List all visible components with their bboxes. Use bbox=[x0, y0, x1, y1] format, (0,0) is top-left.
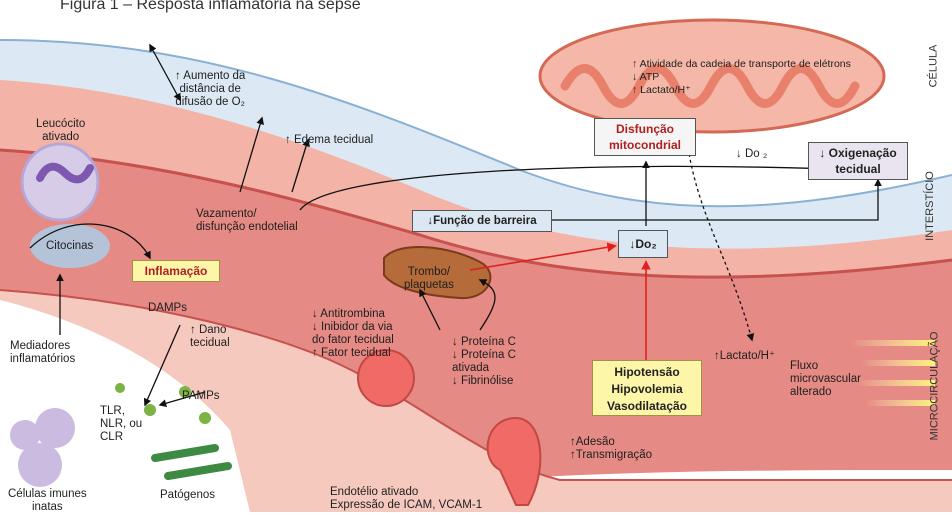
flow-stream-2 bbox=[860, 360, 935, 366]
adhesion-label: ↑Adesão ↑Transmigração bbox=[570, 436, 652, 462]
edema-label: ↑ Edema tecidual bbox=[285, 134, 373, 147]
flow-label: Fluxo microvascular alterado bbox=[790, 360, 861, 399]
cytokines-label: Citocinas bbox=[46, 240, 93, 253]
tissue-oxygenation-box: ↓ Oxigenação tecidual bbox=[808, 142, 908, 180]
lactate-label: ↑Lactato/H⁺ bbox=[714, 350, 775, 363]
flow-stream-1 bbox=[850, 340, 935, 346]
flow-stream-3 bbox=[855, 380, 935, 386]
inflammation-box: Inflamação bbox=[132, 260, 220, 282]
do2-box: ↓Do₂ bbox=[618, 230, 668, 258]
leukocyte-cell bbox=[22, 144, 98, 220]
pamp-star-3 bbox=[199, 412, 211, 424]
leak-label: Vazamento/ disfunção endotelial bbox=[196, 208, 298, 234]
immune-cell-2 bbox=[35, 408, 75, 448]
mitochondrial-dysfunction-box: Disfunção mitocondrial bbox=[594, 118, 696, 156]
leukocyte-label: Leucócito ativado bbox=[36, 118, 85, 144]
mediators-label: Mediadores inflamatórios bbox=[10, 340, 75, 366]
coag-label: ↓ Antitrombina ↓ Inibidor da via do fato… bbox=[312, 308, 394, 360]
figure-title: Figura 1 – Resposta inflamatória na seps… bbox=[60, 0, 361, 14]
thrombus-label: Trombo/ plaquetas bbox=[404, 266, 454, 292]
diffusion-label: ↑ Aumento da distância de difusão de O₂ bbox=[175, 70, 245, 109]
tissue-damage-label: ↑ Dano tecidual bbox=[190, 324, 230, 350]
damps-label: DAMPs bbox=[148, 302, 187, 315]
receptors-label: TLR, NLR, ou CLR bbox=[100, 405, 142, 444]
do2-interstitium-label: ↓ Do ₂ bbox=[736, 148, 767, 161]
protein-c-label: ↓ Proteína C ↓ Proteína C ativada ↓ Fibr… bbox=[452, 336, 516, 388]
pamps-label: PAMPs bbox=[182, 390, 220, 403]
pamp-star-1 bbox=[144, 404, 156, 416]
immune-cells-label: Células imunes inatas bbox=[8, 488, 87, 514]
side-label-interstitium: INTERSTÍCIO bbox=[924, 171, 936, 241]
pathogens-label: Patógenos bbox=[160, 489, 215, 502]
side-label-microcirculation: MICROCIRCULAÇÃO bbox=[928, 332, 940, 441]
pamp-star-4 bbox=[115, 383, 125, 393]
mitochondria-text: ↑ Atividade da cadeia de transporte de e… bbox=[632, 58, 851, 97]
side-label-cell: CÉLULA bbox=[927, 45, 939, 88]
hypotension-box: Hipotensão Hipovolemia Vasodilatação bbox=[592, 360, 702, 416]
endothelium-label: Endotélio ativado Expressão de ICAM, VCA… bbox=[330, 486, 482, 512]
barrier-function-box: ↓Função de barreira bbox=[412, 210, 552, 232]
flow-stream-4 bbox=[865, 400, 935, 406]
immune-cell-3 bbox=[10, 420, 40, 450]
